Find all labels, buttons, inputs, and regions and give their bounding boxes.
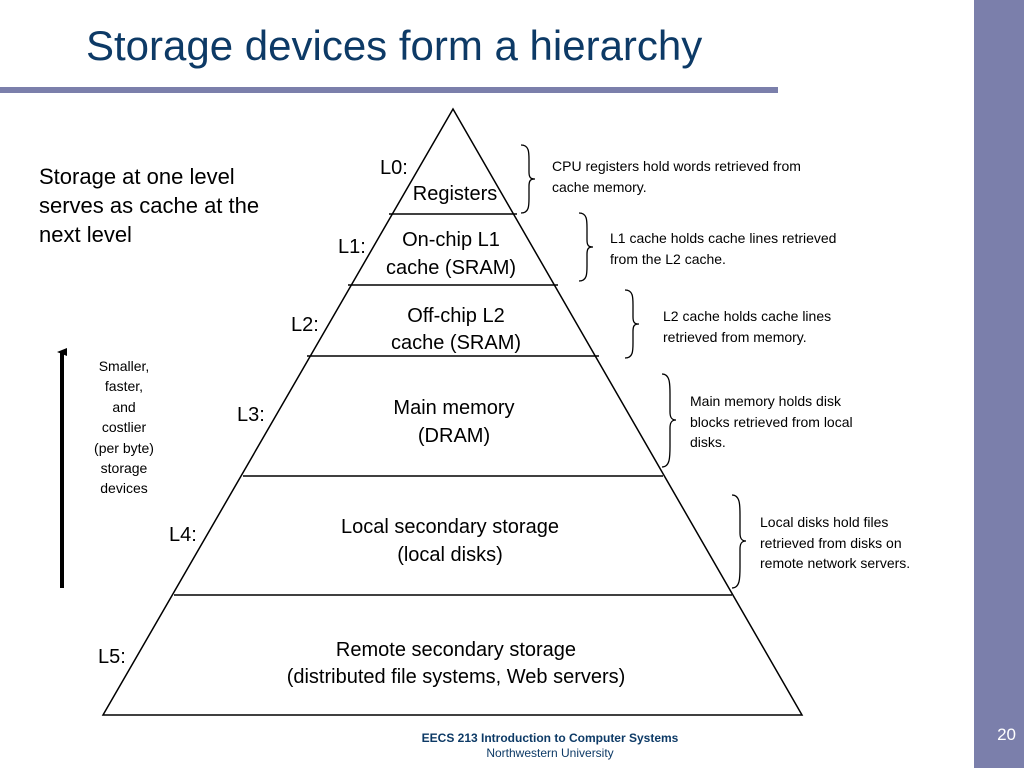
arrow-caption-line: faster, xyxy=(104,378,144,395)
arrow-caption-line: Smaller, xyxy=(98,358,150,374)
level-label-l5-line1: Remote secondary storage xyxy=(336,639,576,661)
curly-brace xyxy=(661,373,677,468)
page-number: 20 xyxy=(997,725,1016,744)
level-tag-l0: L0: xyxy=(380,157,408,179)
level-tag-l4: L4: xyxy=(169,524,197,546)
level-label-l2-line2: cache (SRAM) xyxy=(391,332,521,354)
arrow-caption-line: devices xyxy=(100,480,148,497)
level-tag-l5: L5: xyxy=(98,646,126,668)
level-label-l2-line1: Off-chip L2 xyxy=(407,305,504,327)
arrow-caption-line: storage xyxy=(100,460,148,477)
level-description-l2: L2 cache holds cache lines retrieved fro… xyxy=(663,306,831,347)
desc-line: L1 cache holds cache lines retrieved xyxy=(610,230,837,246)
arrow-caption-line: and xyxy=(112,398,136,415)
desc-line: blocks retrieved from local xyxy=(690,413,853,430)
desc-line: Local disks hold files xyxy=(760,514,889,530)
desc-line: L2 cache holds cache lines xyxy=(663,308,832,324)
level-label-l1-line2: cache (SRAM) xyxy=(386,257,516,279)
desc-line: CPU registers hold words retrieved from xyxy=(552,158,801,174)
level-tag-l1: L1: xyxy=(338,236,366,258)
curly-brace xyxy=(520,144,536,214)
desc-line: remote network servers. xyxy=(760,555,911,571)
level-description-l0: CPU registers hold words retrieved from … xyxy=(552,156,801,197)
arrow-caption-line: (per byte) xyxy=(94,439,154,456)
level-label-l5-line2: (distributed file systems, Web servers) xyxy=(287,666,626,688)
curly-brace xyxy=(731,494,747,589)
curly-brace xyxy=(624,289,640,359)
footer-course: EECS 213 Introduction to Computer System… xyxy=(421,731,679,745)
footer-university: Northwestern University xyxy=(486,746,614,760)
curly-brace xyxy=(578,212,594,282)
desc-line: retrieved from memory. xyxy=(663,328,807,345)
desc-line: cache memory. xyxy=(552,178,647,195)
level-label-registers: Registers xyxy=(413,183,497,205)
side-note: Storage at one level serves as cache at … xyxy=(39,164,260,247)
level-label-l3-line1: Main memory xyxy=(393,397,514,419)
arrow-caption: Smaller, faster, and costlier (per byte)… xyxy=(80,356,168,499)
arrow-caption-line: costlier xyxy=(101,419,147,436)
desc-line: Main memory holds disk xyxy=(690,393,841,409)
level-description-l4: Local disks hold files retrieved from di… xyxy=(760,512,910,574)
level-tag-l3: L3: xyxy=(237,404,265,426)
level-label-l1-line1: On-chip L1 xyxy=(402,229,500,251)
pyramid-outline xyxy=(101,107,804,716)
slide-title: Storage devices form a hierarchy xyxy=(86,22,703,69)
sidebar-band xyxy=(974,0,1024,768)
level-description-l1: L1 cache holds cache lines retrieved fro… xyxy=(610,228,836,269)
level-label-l3-line2: (DRAM) xyxy=(418,425,490,447)
level-tag-l2: L2: xyxy=(291,314,319,336)
title-underline xyxy=(0,87,778,93)
desc-line: retrieved from disks on xyxy=(760,534,902,551)
desc-line: from the L2 cache. xyxy=(610,250,726,267)
level-label-l4-line2: (local disks) xyxy=(397,544,503,566)
level-label-l4-line1: Local secondary storage xyxy=(341,516,559,538)
desc-line: disks. xyxy=(690,434,726,450)
level-description-l3: Main memory holds disk blocks retrieved … xyxy=(690,391,853,453)
footer: EECS 213 Introduction to Computer System… xyxy=(390,731,710,761)
